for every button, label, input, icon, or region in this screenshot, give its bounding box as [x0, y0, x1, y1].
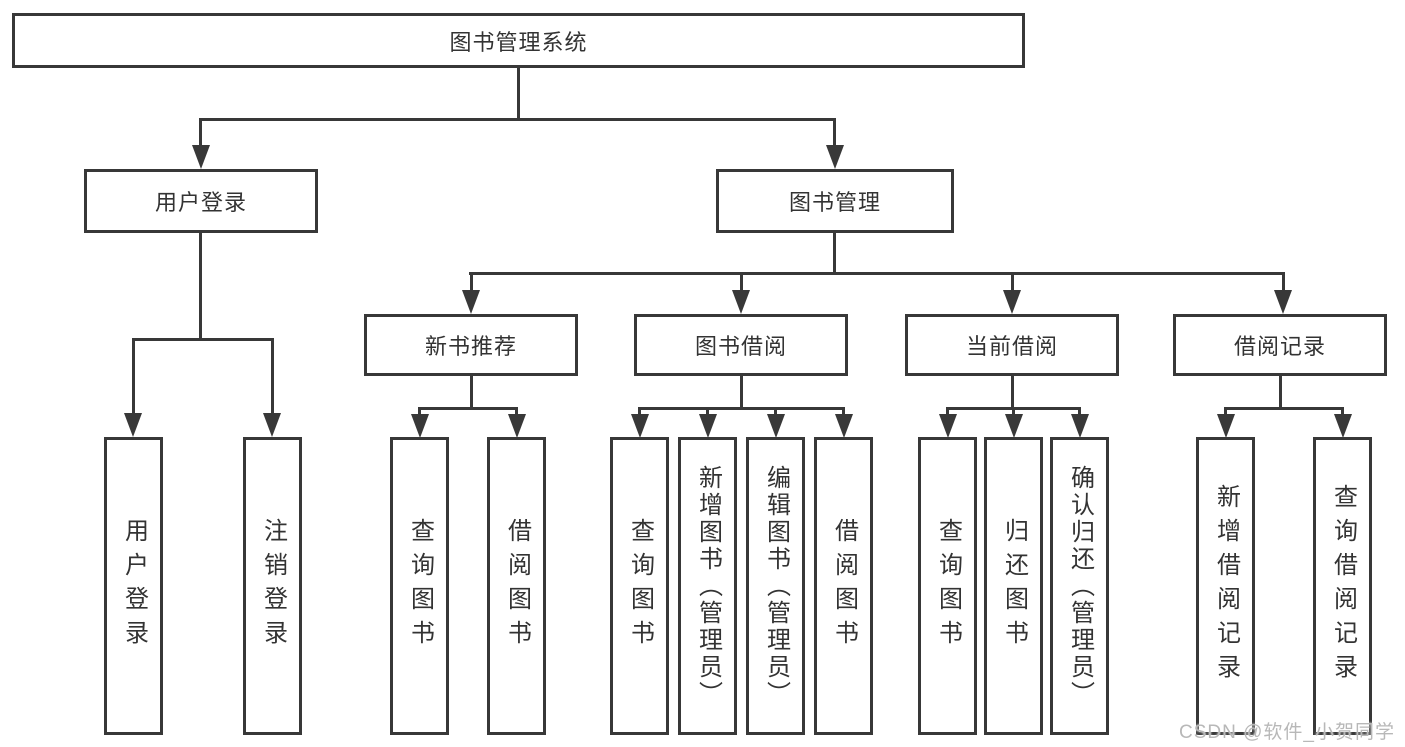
leaf-label: 查询图书 — [626, 518, 654, 654]
leaf-user-login: 用户登录 — [104, 437, 163, 735]
arrow-down-icon — [1071, 414, 1089, 438]
connector-arrow-stem — [1012, 407, 1015, 416]
connector-arrow-stem — [418, 407, 421, 416]
node-label: 借阅记录 — [1233, 334, 1326, 359]
connector-hline — [1224, 407, 1344, 410]
arrow-down-icon — [732, 290, 750, 314]
arrow-down-icon — [699, 414, 717, 438]
leaf-query-books: 查询图书 — [390, 437, 449, 735]
connector-vline — [470, 376, 473, 407]
connector-vline — [1279, 376, 1282, 407]
node-label: 当前借阅 — [965, 334, 1058, 359]
connector-hline — [638, 407, 845, 410]
arrow-down-icon — [192, 145, 210, 169]
leaf-label: 编辑图书（管理员） — [762, 464, 790, 708]
connector-arrow-stem — [132, 338, 135, 416]
arrow-down-icon — [835, 414, 853, 438]
arrow-down-icon — [939, 414, 957, 438]
connector-arrow-stem — [638, 407, 641, 416]
connector-arrow-stem — [946, 407, 949, 416]
arrow-down-icon — [263, 413, 281, 437]
connector-vline — [517, 68, 520, 118]
leaf-borrow-books: 借阅图书 — [814, 437, 873, 735]
node-label: 图书管理系统 — [449, 29, 588, 55]
node-root: 图书管理系统 — [12, 13, 1025, 68]
leaf-label: 借阅图书 — [503, 518, 531, 654]
node-book-management: 图书管理 — [716, 169, 954, 233]
leaf-label: 用户登录 — [120, 518, 148, 654]
node-new-book-recommendation: 新书推荐 — [364, 314, 578, 376]
arrow-down-icon — [462, 290, 480, 314]
arrow-down-icon — [631, 414, 649, 438]
leaf-add-borrow-record: 新增借阅记录 — [1196, 437, 1255, 735]
leaf-label: 注销登录 — [259, 518, 287, 654]
connector-arrow-stem — [706, 407, 709, 416]
leaf-label: 查询图书 — [934, 518, 962, 654]
connector-arrow-stem — [1078, 407, 1081, 416]
node-label: 图书管理 — [788, 190, 881, 215]
leaf-logout-login: 注销登录 — [243, 437, 302, 735]
node-user-login: 用户登录 — [84, 169, 318, 233]
connector-hline — [469, 272, 1285, 275]
arrow-down-icon — [1003, 290, 1021, 314]
connector-arrow-stem — [470, 272, 473, 293]
connector-arrow-stem — [833, 118, 836, 148]
connector-hline — [199, 118, 836, 121]
leaf-edit-books-admin: 编辑图书（管理员） — [746, 437, 805, 735]
leaf-return-books: 归还图书 — [984, 437, 1043, 735]
connector-vline — [740, 376, 743, 407]
connector-arrow-stem — [271, 338, 274, 416]
leaf-label: 新增图书（管理员） — [694, 464, 722, 708]
arrow-down-icon — [508, 414, 526, 438]
connector-vline — [199, 233, 202, 338]
arrow-down-icon — [1334, 414, 1352, 438]
connector-vline — [833, 233, 836, 272]
connector-arrow-stem — [1011, 272, 1014, 293]
node-label: 新书推荐 — [424, 334, 517, 359]
leaf-borrow-books: 借阅图书 — [487, 437, 546, 735]
node-borrowing-records: 借阅记录 — [1173, 314, 1387, 376]
connector-arrow-stem — [774, 407, 777, 416]
connector-arrow-stem — [740, 272, 743, 293]
connector-vline — [1011, 376, 1014, 407]
connector-arrow-stem — [1224, 407, 1227, 416]
arrow-down-icon — [1217, 414, 1235, 438]
leaf-query-books: 查询图书 — [610, 437, 669, 735]
leaf-query-books: 查询图书 — [918, 437, 977, 735]
connector-hline — [132, 338, 274, 341]
arrow-down-icon — [1005, 414, 1023, 438]
leaf-label: 查询借阅记录 — [1329, 484, 1357, 688]
node-label: 用户登录 — [154, 190, 247, 215]
leaf-query-borrow-record: 查询借阅记录 — [1313, 437, 1372, 735]
arrow-down-icon — [411, 414, 429, 438]
leaf-label: 归还图书 — [1000, 518, 1028, 654]
connector-arrow-stem — [1282, 272, 1285, 293]
arrow-down-icon — [767, 414, 785, 438]
node-label: 图书借阅 — [694, 334, 787, 359]
leaf-confirm-return-admin: 确认归还（管理员） — [1050, 437, 1109, 735]
leaf-label: 新增借阅记录 — [1212, 484, 1240, 688]
connector-arrow-stem — [199, 118, 202, 148]
leaf-label: 查询图书 — [406, 518, 434, 654]
connector-hline — [418, 407, 518, 410]
connector-arrow-stem — [515, 407, 518, 416]
watermark-text: CSDN @软件_小贺同学 — [1179, 722, 1395, 743]
connector-arrow-stem — [1341, 407, 1344, 416]
leaf-label: 确认归还（管理员） — [1066, 464, 1094, 708]
arrow-down-icon — [1274, 290, 1292, 314]
leaf-add-books-admin: 新增图书（管理员） — [678, 437, 737, 735]
node-book-borrowing: 图书借阅 — [634, 314, 848, 376]
leaf-label: 借阅图书 — [830, 518, 858, 654]
arrow-down-icon — [826, 145, 844, 169]
connector-arrow-stem — [842, 407, 845, 416]
node-current-borrowing: 当前借阅 — [905, 314, 1119, 376]
arrow-down-icon — [124, 413, 142, 437]
